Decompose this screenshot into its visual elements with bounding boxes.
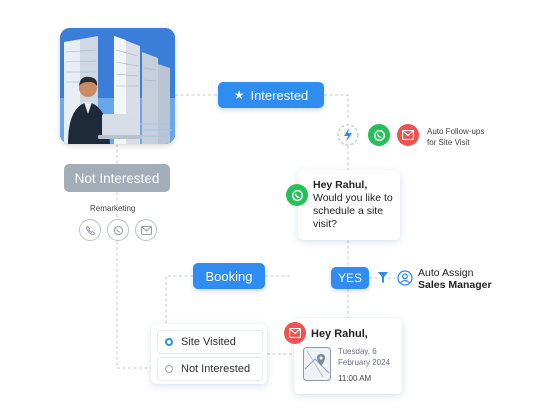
message2-greeting: Hey Rahul, bbox=[311, 328, 368, 340]
interested-label: Interested bbox=[250, 87, 309, 103]
whatsapp-icon bbox=[368, 124, 390, 146]
message2-time: 11:00 AM bbox=[338, 374, 372, 383]
message1-greeting: Hey Rahul, bbox=[313, 179, 368, 191]
auto-followups-line1: Auto Follow-ups bbox=[427, 127, 485, 136]
auto-followups-line2: for Site Visit bbox=[427, 138, 470, 147]
email-message-card: Hey Rahul, Tuesday, 6 February 2024 11:0… bbox=[284, 318, 402, 394]
whatsapp-message-card: Hey Rahul, Would you like to schedule a … bbox=[286, 170, 400, 240]
interested-pill[interactable]: ★ Interested bbox=[218, 82, 324, 108]
auto-assign-label: Auto Assign Sales Manager bbox=[418, 267, 492, 291]
option-site-visited-label: Site Visited bbox=[181, 336, 236, 348]
message1-body: Would you like to schedule a site visit? bbox=[313, 192, 393, 230]
remarketing-label: Remarketing bbox=[90, 204, 136, 213]
booking-options-card: Site Visited Not Interested bbox=[151, 324, 267, 384]
lightning-gear-icon bbox=[336, 123, 360, 152]
radio-empty-icon bbox=[165, 365, 173, 373]
email-icon bbox=[397, 124, 419, 146]
email-icon bbox=[284, 322, 306, 344]
radio-selected-icon bbox=[165, 338, 173, 346]
not-interested-label: Not Interested bbox=[74, 170, 160, 186]
map-icon bbox=[303, 347, 331, 386]
auto-assign-line1: Auto Assign bbox=[418, 267, 474, 279]
star-icon: ★ bbox=[233, 88, 245, 102]
user-icon bbox=[397, 270, 413, 291]
yes-label: YES bbox=[337, 271, 362, 285]
option-site-visited[interactable]: Site Visited bbox=[157, 330, 263, 354]
filter-icon bbox=[377, 271, 389, 290]
not-interested-pill[interactable]: Not Interested bbox=[64, 164, 170, 192]
option-not-interested[interactable]: Not Interested bbox=[157, 357, 263, 381]
booking-label: Booking bbox=[205, 268, 253, 284]
auto-followups-label: Auto Follow-ups for Site Visit bbox=[427, 126, 484, 148]
whatsapp-outline-icon bbox=[107, 219, 129, 241]
message2-date: Tuesday, 6 February 2024 bbox=[338, 347, 391, 367]
phone-icon bbox=[79, 219, 101, 241]
auto-assign-line2: Sales Manager bbox=[418, 279, 492, 291]
hero-image-person-at-laptop bbox=[60, 28, 175, 144]
yes-pill[interactable]: YES bbox=[331, 267, 369, 289]
whatsapp-icon bbox=[286, 184, 308, 206]
booking-pill[interactable]: Booking bbox=[193, 263, 265, 289]
option-not-interested-label: Not Interested bbox=[181, 363, 251, 375]
email-outline-icon bbox=[135, 219, 157, 241]
